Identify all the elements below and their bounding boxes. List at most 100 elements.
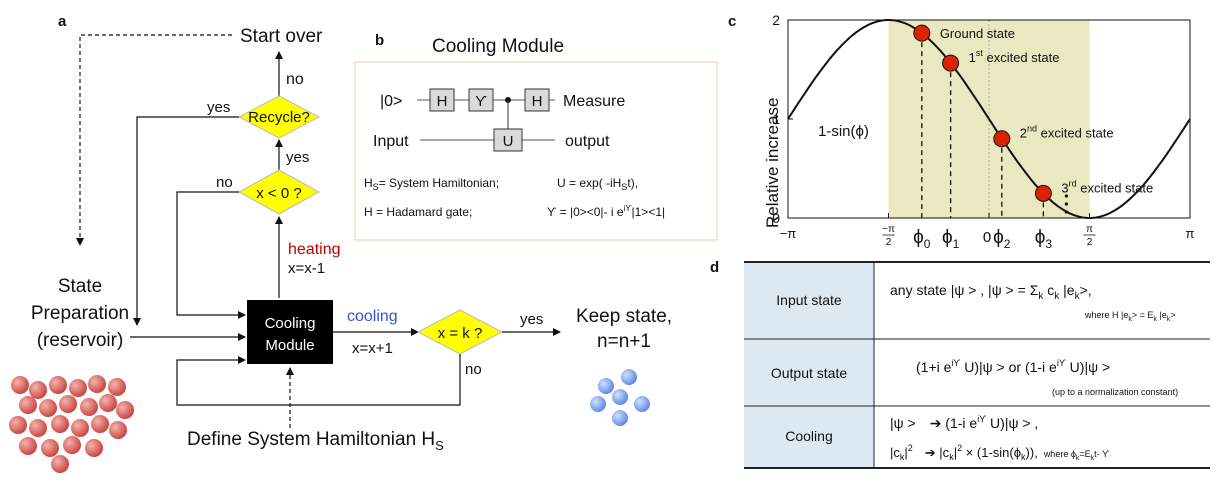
yes-keep-label: yes	[520, 311, 543, 328]
red-ball	[63, 436, 81, 454]
red-ball	[80, 398, 98, 416]
definition-line-2a: H = Hadamard gate;	[364, 205, 472, 219]
yes-x-label: yes	[286, 149, 309, 166]
no-top-label: no	[286, 71, 304, 88]
no-x-label: no	[216, 174, 233, 191]
state-point	[913, 24, 931, 42]
state-point	[942, 54, 960, 72]
red-ball	[71, 419, 89, 437]
red-ball	[11, 376, 29, 394]
red-ball	[41, 439, 59, 457]
red-ball	[85, 439, 103, 457]
cooling-module-box	[247, 300, 333, 364]
gate-h-2-label: H	[532, 93, 543, 110]
y-tick-label: 1	[772, 111, 780, 127]
red-ball	[109, 421, 127, 439]
red-ball	[59, 395, 77, 413]
phi-label: ϕ0	[913, 227, 931, 251]
phi-label: ϕ2	[993, 227, 1011, 251]
phi-label: ϕ1	[942, 227, 960, 251]
x-minus-label: x=x-1	[288, 260, 325, 277]
restart-dashed-arrow	[76, 34, 232, 246]
state-label: 2nd excited state	[1020, 124, 1114, 141]
definition-line-1b: U = exp( -iHSt),	[557, 176, 638, 192]
y-tick-label: 2	[772, 12, 780, 28]
state-label: 1st excited state	[969, 48, 1060, 65]
gate-h-1-label: H	[437, 93, 448, 110]
x-lt-0-diamond	[237, 169, 321, 215]
gate-upsilon-label: ϒ	[475, 93, 487, 110]
reservoir-balls	[9, 375, 134, 473]
red-ball	[19, 437, 37, 455]
x-tick-label: 2	[886, 237, 892, 248]
gate-u	[493, 128, 523, 152]
x-tick-label-zero: 0	[983, 229, 991, 246]
definition-line-1a: HS= System Hamiltonian;	[364, 176, 499, 192]
panel-d: d Input state any state |ψ > , |ψ > = Σk…	[710, 259, 1210, 469]
panel-label-a: a	[58, 13, 67, 30]
continuation-dot	[1064, 202, 1069, 206]
red-ball	[116, 401, 134, 419]
state-prep-line2: Preparation	[31, 303, 129, 324]
gate-h-1	[429, 88, 455, 112]
red-ball	[19, 396, 37, 414]
continuation-dot	[1064, 210, 1069, 214]
x-no-arrow	[176, 191, 246, 319]
state-point	[993, 130, 1011, 148]
x-tick-label: π	[1186, 226, 1195, 241]
x-eq-k-label: x = k ?	[438, 325, 483, 342]
no-bottom-label: no	[465, 361, 482, 378]
blue-ball	[612, 410, 628, 426]
red-ball	[51, 455, 69, 473]
cooling-formula-line1: |ψ >➔ (1-i eiϒ U)|ψ > ,	[890, 414, 1038, 431]
input-label: Input	[373, 133, 409, 150]
define-h-label: Define System Hamiltonian HS	[187, 429, 444, 453]
panel-b: b Cooling Module |0> H ϒ H Measure Input…	[354, 32, 718, 241]
kept-balls	[590, 369, 650, 426]
red-ball	[9, 416, 27, 434]
ket0-label: |0>	[380, 93, 402, 110]
input-state-note: where H |ek> = Ek |ek>	[1084, 310, 1175, 323]
red-ball	[49, 376, 67, 394]
output-state-note: (up to a normalization constant)	[1052, 387, 1178, 397]
x-tick-label: π	[1086, 224, 1093, 235]
module-frame	[354, 61, 718, 241]
cooling-label: cooling	[347, 308, 398, 325]
red-ball	[51, 415, 69, 433]
module-title: Cooling Module	[432, 36, 564, 57]
gate-h-2	[524, 88, 550, 112]
function-label: 1-sin(ϕ)	[818, 123, 869, 140]
blue-ball	[634, 396, 650, 412]
blue-ball	[590, 396, 606, 412]
red-ball	[108, 378, 126, 396]
start-over-label: Start over	[240, 26, 323, 47]
blue-ball	[598, 378, 614, 394]
output-label: output	[565, 133, 610, 150]
blue-ball	[612, 389, 628, 405]
state-prep-line1: State	[58, 276, 102, 297]
yes-recycle-label: yes	[207, 99, 230, 116]
definition-line-2b: ϒ = |0><0|- i eiϒ|1><1|	[547, 204, 665, 219]
recycle-diamond	[237, 95, 321, 139]
heating-label: heating	[288, 241, 341, 258]
row-head-output: Output state	[771, 365, 847, 381]
red-ball	[39, 399, 57, 417]
panel-label-d: d	[710, 259, 719, 276]
phi-label: ϕ3	[1035, 227, 1053, 251]
keep-state-line1: Keep state,	[576, 306, 672, 327]
curve-line	[787, 19, 1191, 219]
y-axis-label: Relative increase	[763, 98, 782, 228]
red-ball	[29, 419, 47, 437]
blue-ball	[621, 369, 637, 385]
red-ball	[69, 379, 87, 397]
panel-label-b: b	[375, 32, 384, 49]
panel-a: a Start over no Recycle? yes yes x < 0 ?…	[9, 13, 672, 473]
row-head-cooling: Cooling	[785, 428, 832, 444]
state-label: Ground state	[940, 26, 1015, 41]
red-ball	[91, 415, 109, 433]
recycle-yes-arrow	[133, 116, 239, 326]
